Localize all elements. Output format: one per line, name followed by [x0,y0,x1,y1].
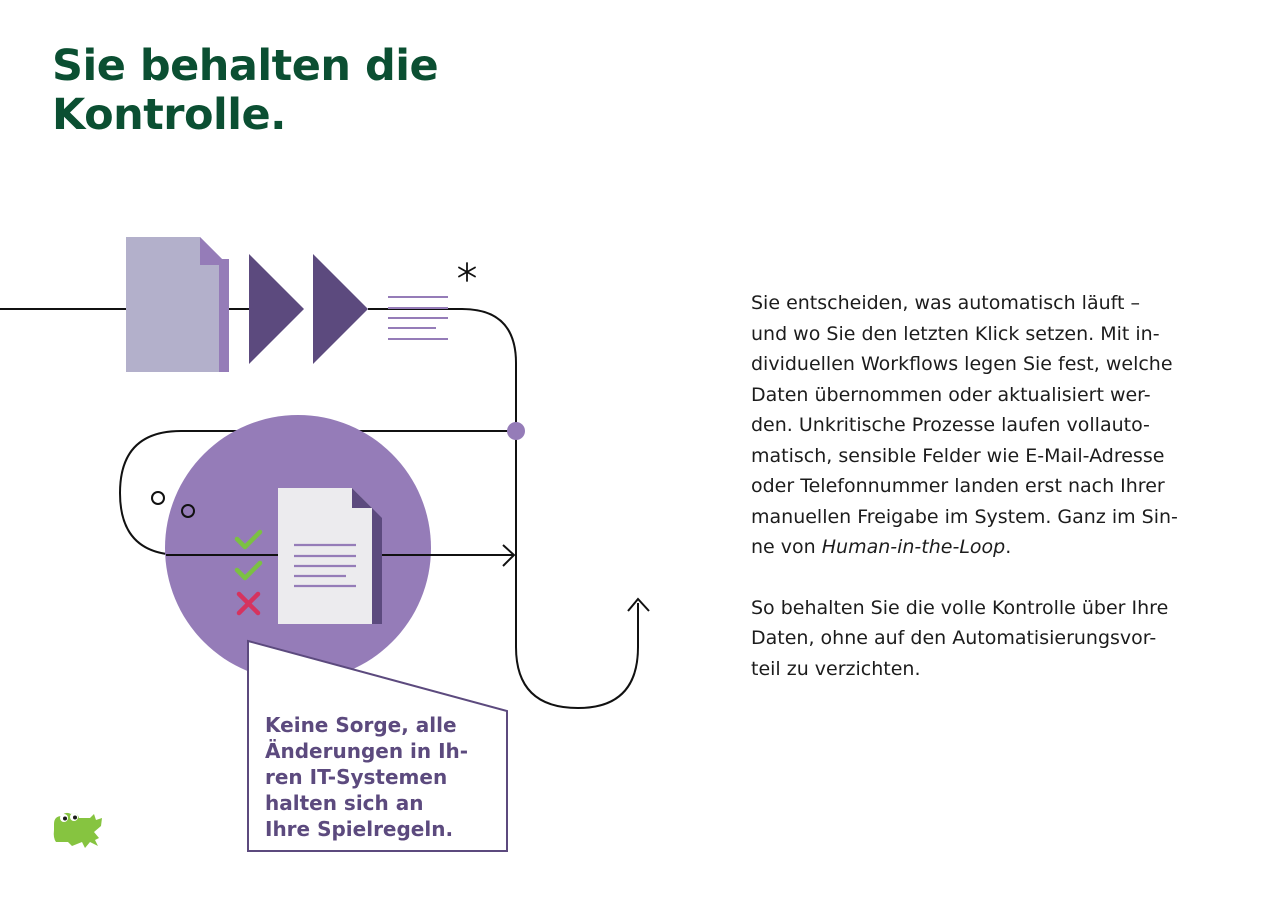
page-title-line-2: Kontrolle. [52,90,287,140]
text-line: oder Telefonnummer landen erst nach Ihre… [751,475,1165,497]
paragraph-1: Sie entscheiden, was automatisch läuft –… [751,288,1231,563]
italic-term: Human-in-the-Loop [821,536,1006,558]
crocodile-logo-icon [53,812,102,848]
text-line: Daten, ohne auf den Automatisierungsvor- [751,627,1157,649]
text-line: teil zu verzichten. [751,657,921,680]
paragraph-2: So behalten Sie die volle Kontrolle über… [751,593,1231,685]
document-icon [126,237,229,372]
callout-text: Keine Sorge, alle Änderungen in Ih- ren … [265,712,505,842]
checkmark-icon [234,529,263,550]
flow-line [0,308,639,710]
cross-icon [236,591,261,616]
text-line: den. Unkritische Prozesse laufen vollaut… [751,414,1150,436]
text-line-last: ne von Human-in-the-Loop. [751,532,1231,563]
body-text: Sie entscheiden, was automatisch läuft –… [751,288,1231,714]
text-lines-icon [388,296,448,340]
play-triangle-icon [249,254,304,364]
arrow-right-icon [502,544,516,567]
text-suffix: . [1005,536,1012,558]
text-line: So behalten Sie die volle Kontrolle über… [751,596,1169,619]
workflow-illustration [0,237,650,852]
document-icon [278,488,382,624]
text-line: matisch, sensible Felder wie E-Mail-Adre… [751,444,1165,467]
callout-line: halten sich an [265,791,424,815]
small-circle-1 [151,491,165,505]
callout-line: ren IT-Systemen [265,765,448,789]
text-line: Daten übernommen oder aktualisiert wer- [751,383,1151,406]
page-title-line-1: Sie behalten die [52,41,439,91]
checkmark-icon [234,560,263,581]
callout-line: Änderungen in Ih- [265,739,469,763]
text-line: Sie entscheiden, was automatisch läuft – [751,292,1140,314]
text-prefix: ne von [751,536,822,558]
text-line: manuellen Freigabe im System. Ganz im Si… [751,505,1178,528]
callout-line: Keine Sorge, alle [265,713,457,737]
asterisk-icon [458,262,476,282]
arrow-up-icon [627,597,650,612]
small-circle-2 [181,504,195,518]
callout-line: Ihre Spielregeln. [265,817,454,841]
text-line: dividuellen Workflows legen Sie fest, we… [751,353,1173,375]
text-line: und wo Sie den letzten Klick setzen. Mit… [751,322,1160,345]
page-title: Sie behalten die Kontrolle. [52,41,439,140]
play-triangle-icon [313,254,368,364]
junction-dot [507,422,525,440]
loop-line [118,430,516,556]
callout-box [247,639,508,852]
